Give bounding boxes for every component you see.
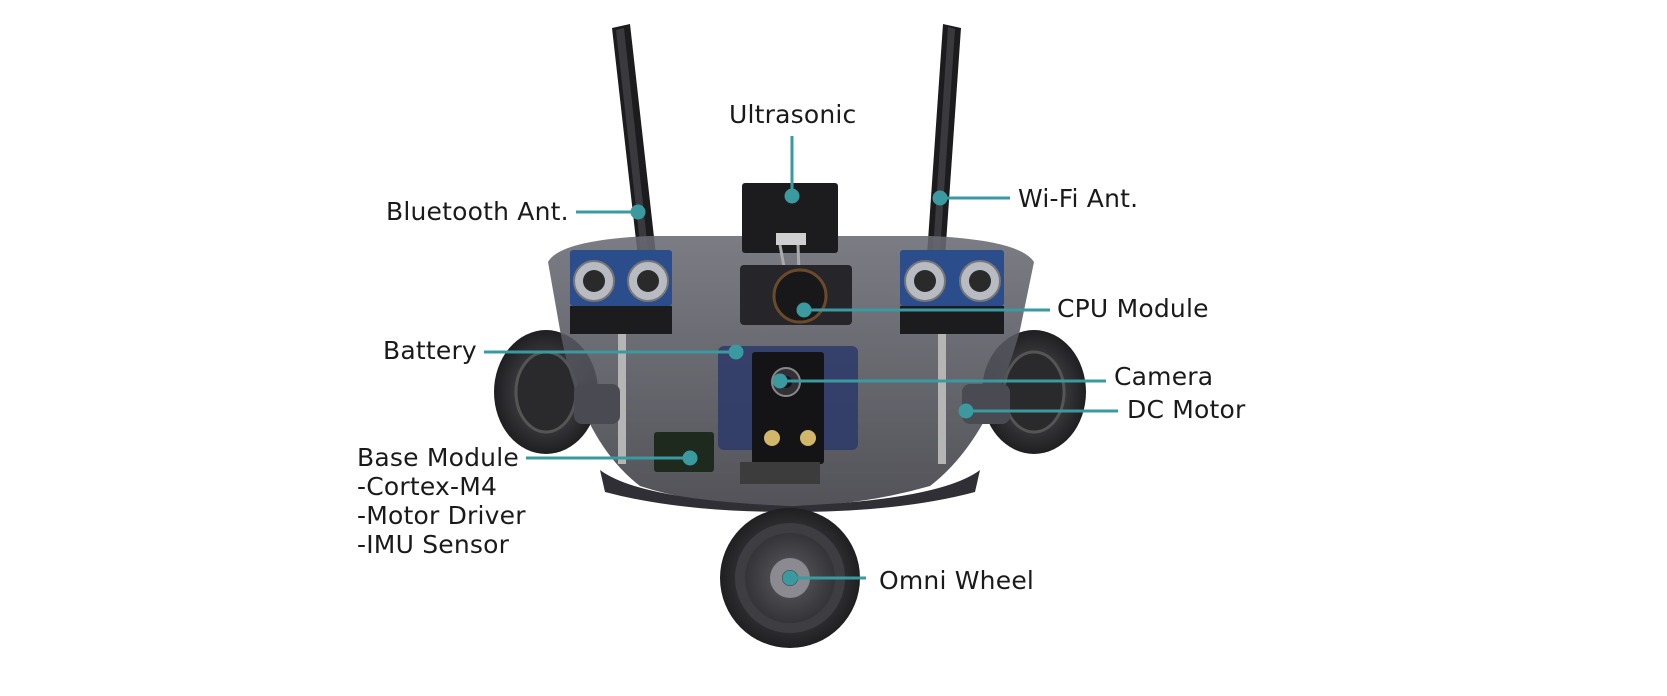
base-module-item-motor-driver: -Motor Driver bbox=[357, 501, 526, 530]
label-ultrasonic: Ultrasonic bbox=[729, 100, 857, 129]
base-module-item-cortex: -Cortex-M4 bbox=[357, 472, 498, 501]
right-sensor-board bbox=[900, 250, 1004, 334]
label-omni-wheel: Omni Wheel bbox=[879, 566, 1035, 595]
base-module-title: Base Module bbox=[357, 443, 519, 472]
bluetooth-antenna bbox=[612, 24, 656, 258]
leader-lines bbox=[484, 136, 1118, 586]
label-base-module: Base Module -Cortex-M4 -Motor Driver -IM… bbox=[357, 443, 526, 559]
wifi-antenna bbox=[927, 24, 961, 258]
standoffs bbox=[618, 334, 946, 464]
label-dc-motor: DC Motor bbox=[1127, 395, 1246, 424]
label-camera: Camera bbox=[1114, 362, 1214, 391]
label-bluetooth-antenna: Bluetooth Ant. bbox=[386, 197, 569, 226]
label-wifi-antenna: Wi-Fi Ant. bbox=[1018, 184, 1139, 213]
label-battery: Battery bbox=[383, 336, 477, 365]
camera-module bbox=[752, 352, 824, 464]
right-dc-motor bbox=[962, 384, 1010, 424]
left-sensor-board bbox=[570, 250, 672, 334]
left-dc-motor bbox=[574, 384, 620, 424]
base-module-board bbox=[654, 432, 820, 484]
label-cpu-module: CPU Module bbox=[1057, 294, 1209, 323]
cpu-module bbox=[740, 265, 852, 325]
base-module-item-imu: -IMU Sensor bbox=[357, 530, 510, 559]
ultrasonic-module bbox=[742, 183, 838, 301]
